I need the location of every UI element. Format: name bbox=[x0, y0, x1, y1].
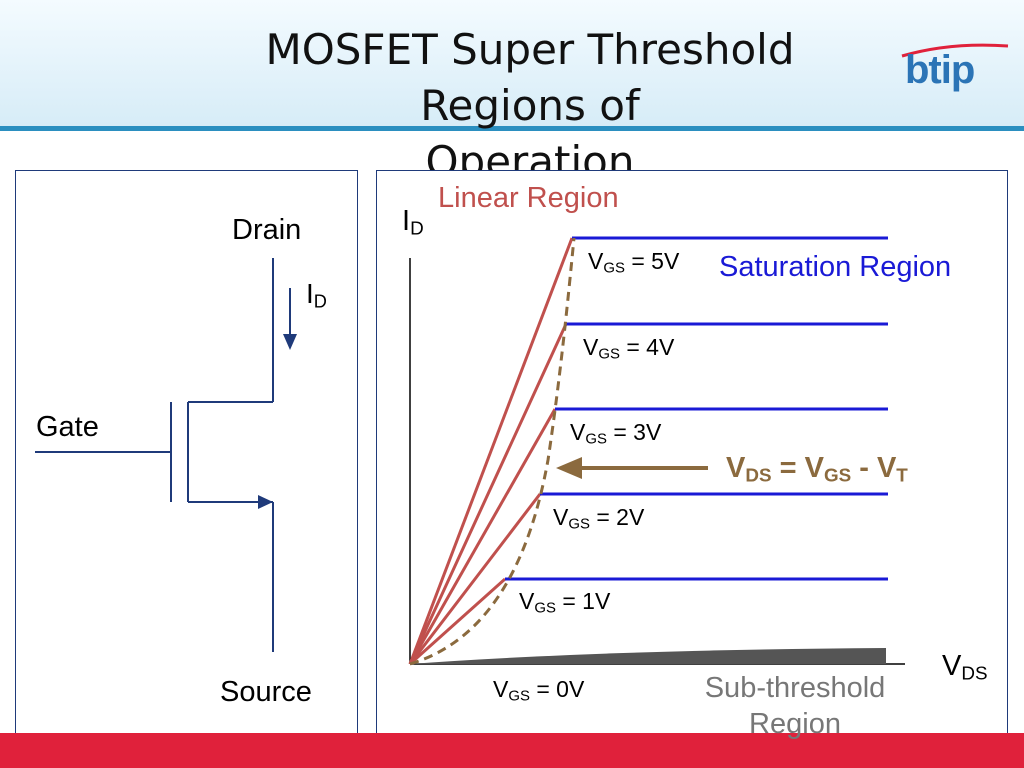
logo-swoosh-icon bbox=[901, 43, 1009, 58]
boundary-equation-label: VDS = VGS - VT bbox=[726, 452, 908, 486]
vgs-4v-label: VGS = 4V bbox=[583, 334, 675, 363]
drain-label: Drain bbox=[232, 214, 302, 246]
linear-line-2v bbox=[408, 493, 542, 665]
current-arrow-head bbox=[283, 334, 297, 350]
vgs-0v-label: VGS = 0V bbox=[493, 676, 585, 705]
gate-label: Gate bbox=[36, 411, 99, 443]
source-arrow-head bbox=[258, 495, 273, 509]
vgs-5v-label: VGS = 5V bbox=[588, 248, 680, 277]
slide-footer bbox=[0, 733, 1024, 768]
transistor-panel bbox=[15, 170, 358, 751]
slide-header bbox=[0, 0, 1024, 128]
subthreshold-line-2: Region bbox=[749, 708, 841, 740]
y-axis-label: ID bbox=[402, 205, 424, 239]
subthreshold-region bbox=[410, 648, 886, 664]
boundary-arrow-head bbox=[556, 457, 582, 479]
linear-region-label: Linear Region bbox=[438, 182, 619, 214]
vds-boundary-curve bbox=[409, 237, 576, 666]
linear-line-5v bbox=[408, 237, 574, 665]
linear-line-3v bbox=[408, 408, 557, 665]
drain-current-label: ID bbox=[306, 278, 327, 312]
linear-line-1v bbox=[408, 577, 507, 666]
vgs-1v-label: VGS = 1V bbox=[519, 588, 611, 617]
x-axis-label: VDS bbox=[942, 650, 988, 684]
linear-line-4v bbox=[408, 323, 568, 665]
subthreshold-line-1: Sub-threshold bbox=[704, 672, 886, 704]
btip-logo: btip bbox=[905, 48, 975, 92]
vgs-3v-label: VGS = 3V bbox=[570, 419, 662, 448]
source-label: Source bbox=[220, 676, 312, 708]
title-line-1: MOSFET Super Threshold Regions of bbox=[265, 25, 795, 130]
header-rule bbox=[0, 126, 1024, 131]
subthreshold-region-label: Sub-threshold Region bbox=[680, 670, 910, 742]
vgs-2v-label: VGS = 2V bbox=[553, 504, 645, 533]
saturation-region-label: Saturation Region bbox=[719, 251, 952, 283]
